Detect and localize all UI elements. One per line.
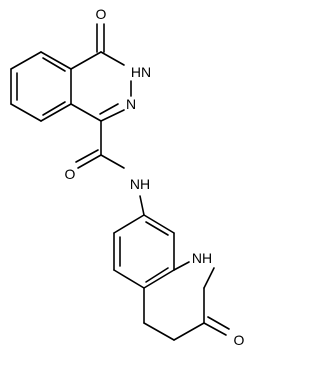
atom-nh-lactam: NH — [192, 250, 212, 266]
atom-nh-ring: HN — [131, 64, 151, 80]
bond — [10, 51, 42, 70]
bond — [143, 269, 175, 289]
bond — [99, 103, 119, 115]
structure-canvas: O HN N O NH NH O — [10, 6, 245, 348]
atom-nh-amide: NH — [130, 176, 150, 192]
bond — [143, 322, 175, 341]
atom-oxygen-amide: O — [65, 166, 76, 182]
bond — [203, 322, 227, 336]
bond — [113, 269, 145, 289]
bond — [145, 221, 169, 236]
bond — [75, 149, 99, 163]
molecule-drawing: O HN N O NH NH O — [10, 6, 245, 348]
bond — [203, 267, 215, 289]
atom-oxygen-top: O — [96, 6, 107, 22]
bond — [100, 51, 125, 66]
bond — [40, 103, 72, 122]
bond — [143, 214, 175, 234]
bond — [139, 195, 145, 216]
atom-oxygen-lactam: O — [234, 332, 245, 348]
bond — [77, 154, 102, 169]
bond — [40, 51, 72, 70]
bond — [100, 154, 125, 169]
bond — [207, 316, 230, 330]
bond — [173, 261, 190, 271]
bond — [10, 103, 42, 122]
bond — [70, 51, 102, 70]
atom-n-ring: N — [126, 96, 136, 112]
bond — [145, 267, 169, 283]
bond — [113, 214, 145, 234]
bond — [70, 103, 102, 122]
bond — [42, 101, 66, 116]
bond — [100, 109, 125, 122]
bond — [42, 57, 66, 72]
bond — [173, 322, 205, 341]
